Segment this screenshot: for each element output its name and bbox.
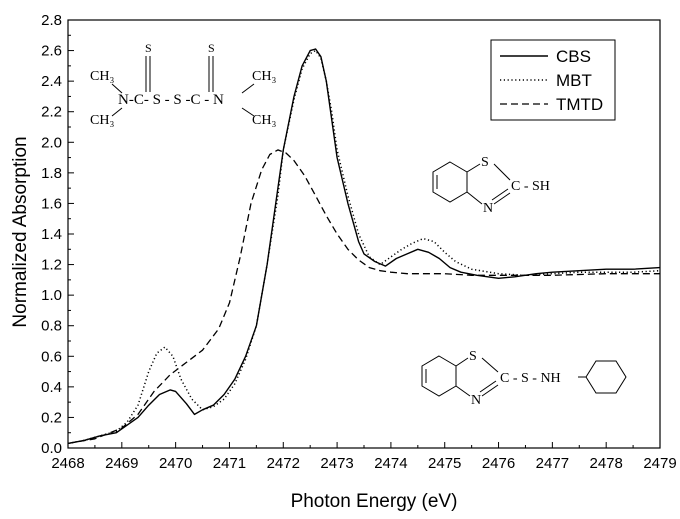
mbt-bond [493, 163, 511, 181]
y-tick-label: 1.0 [41, 287, 62, 304]
x-tick-label: 2468 [51, 455, 84, 472]
y-tick-label: 2.4 [41, 73, 62, 90]
x-tick-label: 2473 [320, 455, 353, 472]
x-tick-label: 2475 [428, 455, 461, 472]
series-layer [67, 48, 661, 445]
mbt-c-sh-label: C - SH [511, 179, 550, 194]
mbt-benzene-ring [432, 161, 468, 203]
cbs-double-bond [479, 380, 497, 393]
tmtd-s-top-right: S [208, 41, 215, 55]
y-tick-label: 0.2 [41, 409, 62, 426]
cbs-bond [481, 357, 499, 373]
x-tick-label: 2477 [536, 455, 569, 472]
tmtd-bond [241, 83, 255, 94]
y-tick-label: 1.6 [41, 195, 62, 212]
tmtd-s-top-left: S [145, 41, 152, 55]
y-tick-label: 0.6 [41, 348, 62, 365]
tmtd-ch3-lower-right: CH₃ [252, 113, 276, 128]
y-tick-label: 0.8 [41, 318, 62, 335]
tmtd-chain: N-C- S - S -C - N [118, 92, 224, 108]
tmtd-bond [241, 107, 255, 117]
legend-items: CBS MBT TMTD [500, 47, 603, 114]
cbs-bond [455, 357, 469, 367]
mbt-bond [466, 163, 481, 173]
cbs-double-bond [481, 384, 499, 397]
cbs-bond [455, 385, 471, 397]
y-tick-label: 1.2 [41, 257, 62, 274]
mbt-s-label: S [481, 155, 489, 170]
cbs-n-label: N [471, 393, 481, 408]
tmtd-bond [111, 83, 123, 94]
mbt-double-bond [491, 188, 509, 201]
mbt-n-label: N [483, 201, 493, 216]
tmtd-bond [111, 107, 123, 117]
x-tick-label: 2472 [267, 455, 300, 472]
mbt-bond [466, 191, 483, 205]
tmtd-ch3-upper-right: CH₃ [252, 69, 276, 84]
tmtd-structure: CH₃ CH₃ S S N-C- S - S -C - N CH₃ CH₃ [90, 41, 276, 128]
series-line-mbt [67, 49, 661, 445]
cbs-benzene-ring [421, 355, 457, 397]
x-tick-label: 2476 [482, 455, 515, 472]
y-tick-label: 0.0 [41, 440, 62, 457]
legend-label-cbs: CBS [556, 47, 591, 66]
x-axis-label: Photon Energy (eV) [291, 491, 458, 512]
series-line-cbs [67, 48, 661, 445]
mbt-double-bond [493, 192, 511, 205]
tmtd-ch3-upper-left: CH₃ [90, 69, 114, 84]
cyclohexane-ring [585, 360, 627, 394]
x-tick-label: 2474 [374, 455, 407, 472]
y-tick-label: 2.6 [41, 43, 62, 60]
y-tick-label: 1.8 [41, 165, 62, 182]
y-axis-label: Normalized Absorption [10, 136, 31, 327]
x-tick-label: 2469 [105, 455, 138, 472]
y-tick-label: 0.4 [41, 379, 62, 396]
y-tick-label: 2.2 [41, 104, 62, 121]
legend-label-mbt: MBT [556, 71, 592, 90]
cbs-structure: S C - S - NH N [421, 349, 627, 408]
cbs-c-chain-label: C - S - NH [500, 371, 561, 386]
y-tick-label: 1.4 [41, 226, 62, 243]
y-axis: 0.0 0.2 0.4 0.6 0.8 1.0 1.2 1.4 1.6 1.8 2.0 2.2 2.4 2… [41, 12, 74, 457]
cbs-s-label: S [469, 349, 477, 364]
legend-label-tmtd: TMTD [556, 95, 603, 114]
y-tick-label: 2.0 [41, 134, 62, 151]
mbt-structure: S C - SH N [432, 155, 550, 216]
x-tick-label: 2471 [213, 455, 246, 472]
x-tick-label: 2470 [159, 455, 192, 472]
legend: CBS MBT TMTD [490, 39, 616, 121]
series-line-tmtd [67, 149, 660, 445]
tmtd-ch3-lower-left: CH₃ [90, 113, 114, 128]
x-tick-label: 2479 [643, 455, 676, 472]
x-axis: 2468 2469 2470 2471 2472 2473 2474 2475 2476 2477… [51, 442, 677, 472]
x-tick-label: 2478 [589, 455, 622, 472]
y-tick-label: 2.8 [41, 12, 62, 29]
